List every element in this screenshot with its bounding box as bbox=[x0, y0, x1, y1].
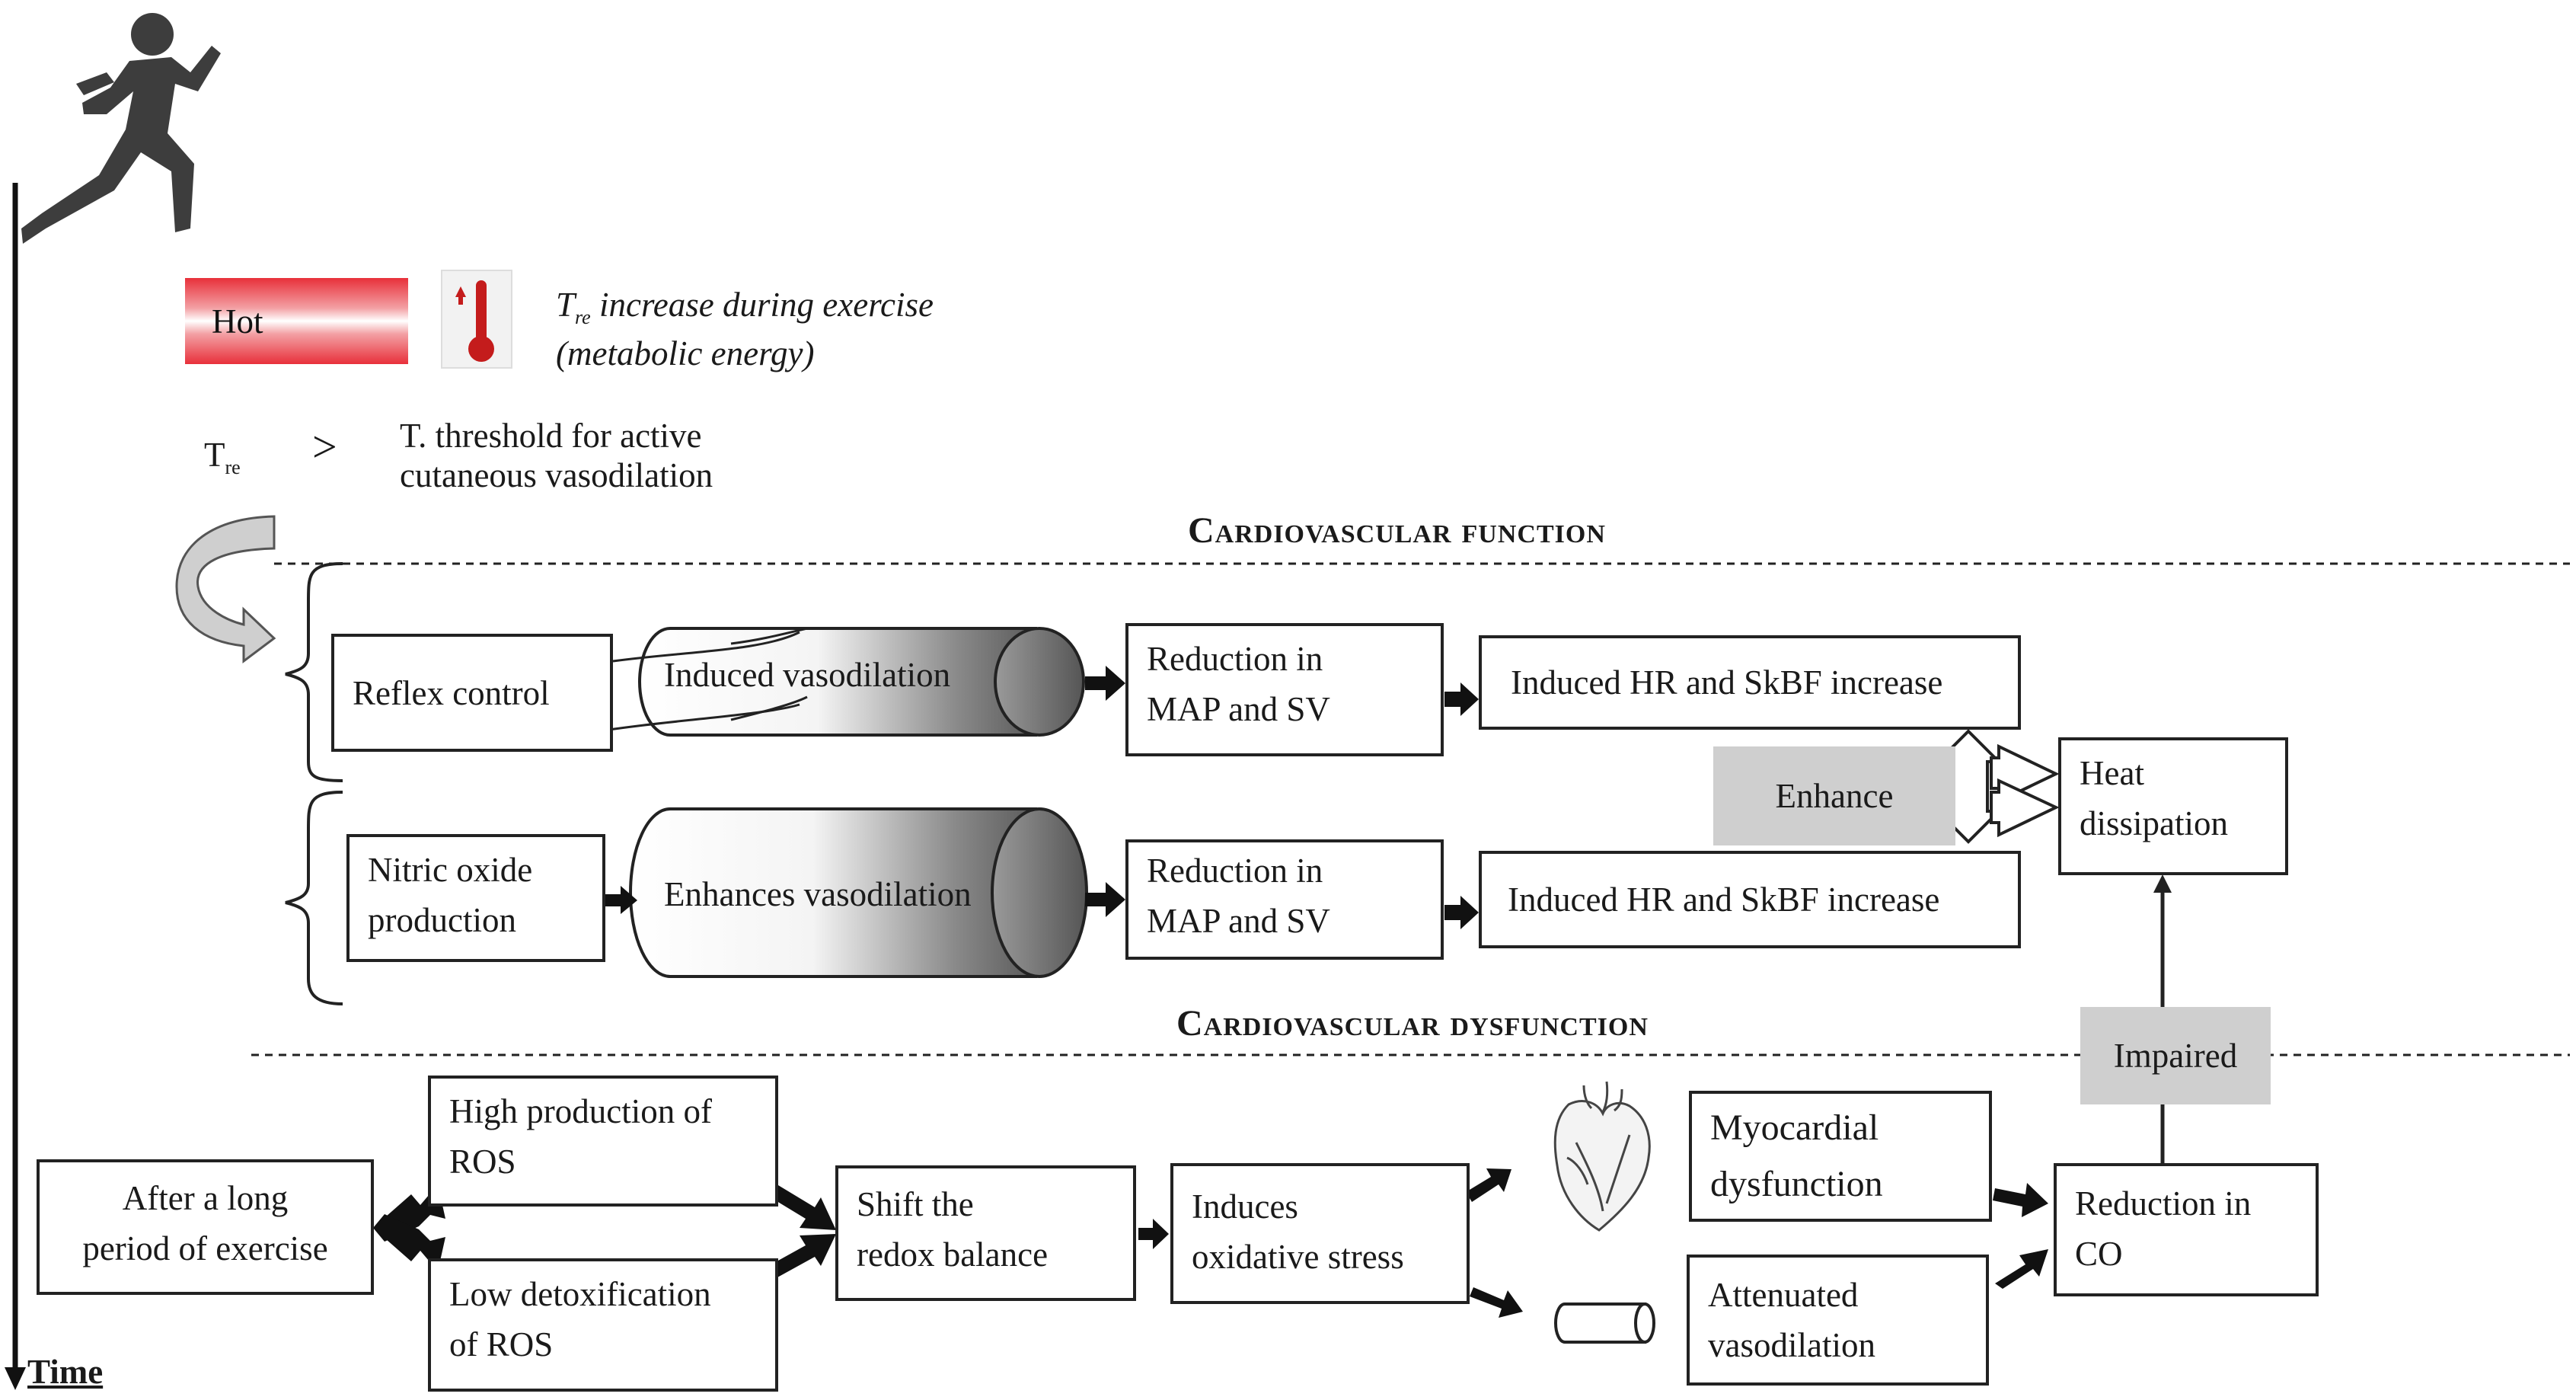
tre-symbol: T bbox=[556, 286, 576, 324]
shift-line2: redox balance bbox=[857, 1235, 1049, 1274]
enhances-vasodilation-label: Enhances vasodilation bbox=[664, 875, 972, 913]
att-line2: vasodilation bbox=[1708, 1326, 1875, 1364]
nitric-line2: production bbox=[368, 901, 516, 939]
induced-hr-skbf-box-1: Induced HR and SkBF increase bbox=[1479, 635, 2021, 730]
after-line2: period of exercise bbox=[82, 1229, 328, 1267]
reduction1-line1: Reduction in bbox=[1147, 640, 1323, 678]
hot-condition-badge: Hot bbox=[185, 278, 408, 364]
threshold-line1: T. threshold for active bbox=[400, 417, 702, 455]
high-ros-box: High production of ROS bbox=[428, 1076, 778, 1207]
greater-than-symbol: > bbox=[312, 422, 337, 471]
time-axis-label: Time bbox=[27, 1353, 104, 1391]
reduction-map-sv-box-1: Reduction in MAP and SV bbox=[1125, 623, 1444, 756]
flow-arrows-function bbox=[605, 666, 1479, 929]
reflex-control-box: Reflex control bbox=[331, 634, 613, 752]
compare-symbol: T bbox=[204, 436, 225, 474]
lower-brace bbox=[285, 791, 343, 1005]
induced-vasodilation-label: Induced vasodilation bbox=[664, 656, 951, 694]
low-line2: of ROS bbox=[449, 1325, 554, 1363]
tre-increase-text: increase during exercise bbox=[599, 286, 934, 324]
tre-increase-line2: (metabolic energy) bbox=[556, 334, 815, 372]
reduction2-line1: Reduction in bbox=[1147, 852, 1323, 890]
high-line2: ROS bbox=[449, 1143, 516, 1181]
tre-compare-symbol: Tre bbox=[204, 430, 241, 492]
tre-increase-line1: Tre increase during exercise bbox=[556, 280, 934, 342]
induced-hr-skbf-box-2: Induced HR and SkBF increase bbox=[1479, 851, 2021, 948]
att-line1: Attenuated bbox=[1708, 1276, 1859, 1314]
vasodilation-cylinder-1 bbox=[574, 627, 1085, 737]
thermometer-icon bbox=[441, 270, 512, 369]
tre-sub: re bbox=[575, 306, 591, 328]
enhance-arrow bbox=[1934, 729, 2060, 844]
co-line2: CO bbox=[2075, 1235, 2123, 1273]
co-line1: Reduction in bbox=[2075, 1184, 2252, 1223]
curved-arrow-icon bbox=[175, 515, 276, 663]
time-axis-arrowhead bbox=[5, 1367, 26, 1390]
low-line1: Low detoxification bbox=[449, 1275, 711, 1313]
compare-sub: re bbox=[225, 456, 241, 478]
heat-line2: dissipation bbox=[2080, 804, 2229, 842]
impaired-label: Impaired bbox=[2080, 1007, 2271, 1104]
induced-hr1-label: Induced HR and SkBF increase bbox=[1511, 663, 1943, 702]
oxidative-stress-box: Induces oxidative stress bbox=[1170, 1163, 1470, 1304]
nitric-oxide-box: Nitric oxide production bbox=[346, 834, 605, 962]
induced-hr2-label: Induced HR and SkBF increase bbox=[1508, 881, 1940, 919]
reduction-co-box: Reduction in CO bbox=[2054, 1163, 2319, 1296]
after-long-exercise-box: After a long period of exercise bbox=[37, 1159, 374, 1295]
function-section-title: Cardiovascular function bbox=[1188, 510, 1606, 551]
reduction2-line2: MAP and SV bbox=[1147, 902, 1330, 940]
nitric-line1: Nitric oxide bbox=[368, 851, 533, 889]
myocardial-dysfunction-box: Myocardial dysfunction bbox=[1689, 1091, 1992, 1222]
heat-dissipation-box: Heat dissipation bbox=[2058, 737, 2288, 875]
low-detox-box: Low detoxification of ROS bbox=[428, 1258, 778, 1392]
shift-line1: Shift the bbox=[857, 1185, 974, 1223]
high-line1: High production of bbox=[449, 1092, 712, 1130]
runner-icon bbox=[21, 13, 221, 244]
myo-line1: Myocardial bbox=[1710, 1108, 1879, 1148]
myo-line2: dysfunction bbox=[1710, 1164, 1883, 1204]
vasodilation-cylinder-2 bbox=[629, 807, 1088, 978]
dysfunction-section-title: Cardiovascular dysfunction bbox=[1176, 1003, 1649, 1044]
reduction-map-sv-box-2: Reduction in MAP and SV bbox=[1125, 839, 1444, 960]
impaired-arrowhead bbox=[2153, 874, 2172, 893]
reflex-control-label: Reflex control bbox=[353, 673, 550, 712]
upper-brace bbox=[285, 562, 343, 782]
enhance-label: Enhance bbox=[1713, 746, 1955, 845]
induces-line1: Induces bbox=[1192, 1187, 1298, 1226]
threshold-line2: cutaneous vasodilation bbox=[400, 456, 713, 494]
vessel-icon bbox=[1554, 1303, 1655, 1344]
heart-icon bbox=[1553, 1081, 1651, 1232]
induces-line2: oxidative stress bbox=[1192, 1238, 1404, 1276]
attenuated-vasodilation-box: Attenuated vasodilation bbox=[1687, 1255, 1989, 1386]
shift-redox-box: Shift the redox balance bbox=[835, 1165, 1136, 1301]
flow-arrows-dysfunction bbox=[373, 1168, 2048, 1318]
hot-label: Hot bbox=[212, 302, 263, 340]
after-line1: After a long bbox=[122, 1179, 289, 1217]
heat-line1: Heat bbox=[2080, 754, 2144, 792]
reduction1-line2: MAP and SV bbox=[1147, 690, 1330, 728]
